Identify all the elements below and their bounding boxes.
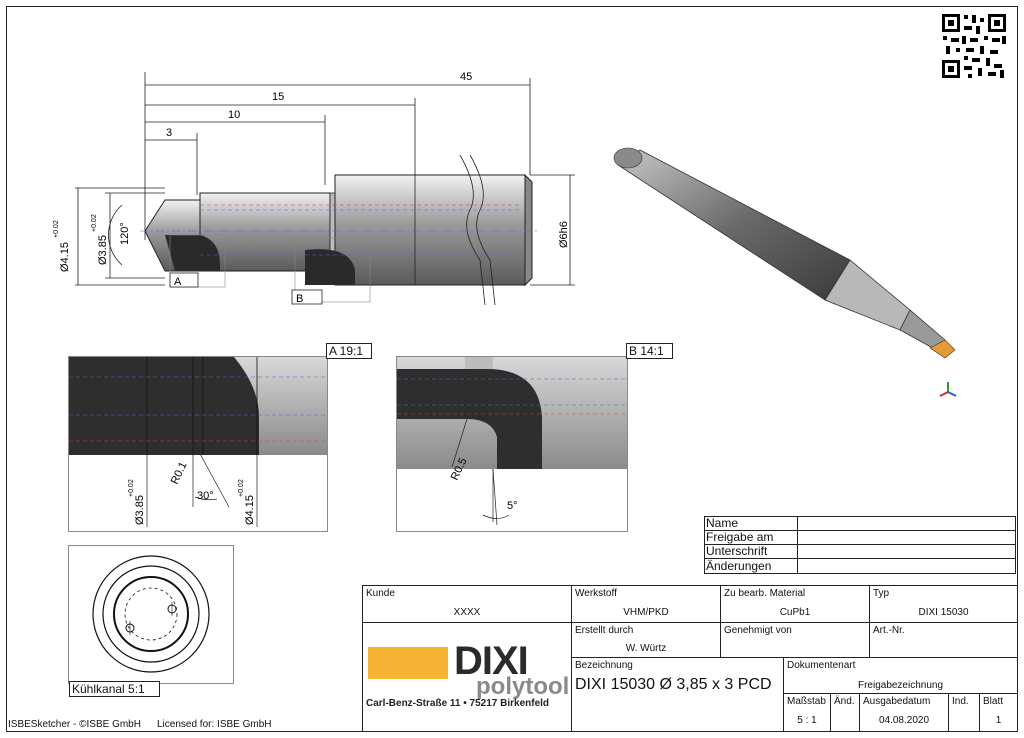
dim-15: 15 bbox=[272, 91, 284, 103]
rev-row-aenderungen: Änderungen bbox=[706, 559, 772, 573]
detail-b-title: B 14:1 bbox=[626, 343, 673, 359]
bezeichnung-label: Bezeichnung bbox=[575, 660, 633, 671]
rev-row-name: Name bbox=[706, 516, 739, 530]
werkstoff-value: VHM/PKD bbox=[623, 607, 669, 618]
company-address: Carl-Benz-Straße 11 • 75217 Birkenfeld bbox=[366, 698, 550, 709]
dokumentenart-label: Dokumentenart bbox=[787, 660, 856, 671]
dim-dia-small-tol: +0.02 bbox=[91, 214, 98, 232]
kunde-label: Kunde bbox=[366, 588, 395, 599]
massstab-value: 5 : 1 bbox=[797, 715, 817, 726]
zu-bearb-value: CuPb1 bbox=[779, 607, 811, 618]
logo-main: DIXI bbox=[454, 639, 529, 683]
callout-b: B bbox=[296, 293, 303, 305]
qr-code bbox=[940, 12, 1008, 80]
werkstoff-label: Werkstoff bbox=[575, 588, 617, 599]
rev-row-unterschrift: Unterschrift bbox=[706, 544, 768, 558]
detail-a-title: A 19:1 bbox=[326, 343, 373, 359]
title-block: Kunde XXXX Werkstoff VHM/PKD Zu bearb. M… bbox=[362, 585, 1018, 732]
detail-a-dia-small: Ø3.85 bbox=[134, 495, 146, 525]
logo-sub: polytool bbox=[476, 673, 570, 700]
aend-label: Änd. bbox=[834, 696, 855, 707]
ausgabe-label: Ausgabedatum bbox=[863, 696, 931, 707]
dokumentenart-value: Freigabezeichnung bbox=[857, 680, 944, 691]
dim-dia-big-tol: +0.02 bbox=[53, 220, 60, 238]
ind-label: Ind. bbox=[952, 696, 969, 707]
company-logo: DIXI polytool bbox=[368, 639, 570, 703]
revision-table: Name Freigabe am Unterschrift Änderungen bbox=[704, 516, 1016, 574]
detail-b-angle: 5° bbox=[507, 500, 518, 512]
kunde-value: XXXX bbox=[453, 607, 481, 618]
bezeichnung-value: DIXI 15030 Ø 3,85 x 3 PCD bbox=[575, 676, 772, 693]
artnr-label: Art.-Nr. bbox=[873, 625, 905, 636]
typ-label: Typ bbox=[873, 588, 890, 599]
typ-value: DIXI 15030 bbox=[918, 607, 969, 618]
zu-bearb-label: Zu bearb. Material bbox=[724, 588, 806, 599]
footer-license: Licensed for: ISBE GmbH bbox=[157, 719, 272, 730]
section-title: Kühlkanal 5:1 bbox=[69, 681, 160, 697]
dim-overall: 45 bbox=[460, 71, 472, 83]
detail-a: 30° R0.1 Ø3.85 +0.02 Ø4.15 +0.02 bbox=[68, 356, 328, 532]
blatt-label: Blatt bbox=[983, 696, 1004, 707]
detail-a-angle: 30° bbox=[197, 490, 214, 502]
detail-a-dia-big-tol: +0.02 bbox=[238, 479, 245, 497]
blatt-value: 1 bbox=[995, 715, 1002, 726]
callout-a: A bbox=[174, 276, 182, 288]
dim-10: 10 bbox=[228, 109, 240, 121]
dim-dia-small: Ø3.85 bbox=[97, 235, 109, 265]
dim-3: 3 bbox=[166, 127, 172, 139]
dim-shank: Ø6h6 bbox=[558, 221, 570, 248]
main-view: 45 15 10 3 A B Ø4.15 +0.02 Ø3.85 +0.02 1… bbox=[40, 60, 600, 320]
section-view bbox=[68, 545, 234, 684]
detail-a-dia-big: Ø4.15 bbox=[244, 495, 256, 525]
erstellt-label: Erstellt durch bbox=[575, 625, 634, 636]
rev-row-freigabe: Freigabe am bbox=[706, 530, 774, 544]
iso-view bbox=[600, 140, 970, 400]
detail-b: R0.5 5° bbox=[396, 356, 628, 532]
detail-a-dia-small-tol: +0.02 bbox=[128, 479, 135, 497]
massstab-label: Maßstab bbox=[787, 696, 826, 707]
footer-software: ISBESketcher - ©ISBE GmbH bbox=[8, 719, 141, 730]
erstellt-value: W. Würtz bbox=[625, 643, 667, 654]
dim-dia-big: Ø4.15 bbox=[59, 242, 71, 272]
genehmigt-label: Genehmigt von bbox=[724, 625, 792, 636]
ausgabe-value: 04.08.2020 bbox=[878, 715, 930, 726]
dim-angle: 120° bbox=[119, 222, 131, 245]
